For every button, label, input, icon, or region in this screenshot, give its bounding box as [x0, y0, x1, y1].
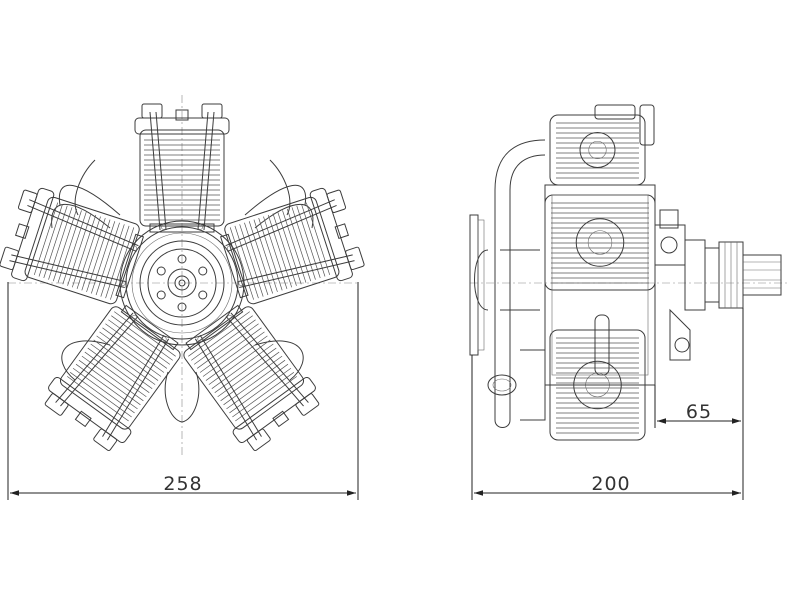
propeller-hub	[669, 239, 782, 361]
cylinder-1	[134, 103, 230, 233]
front-width-label: 258	[163, 473, 202, 495]
mount-flange	[469, 214, 479, 356]
exhaust-pipes	[51, 159, 314, 423]
side-length-label: 200	[591, 473, 630, 495]
side-view	[469, 104, 790, 441]
dimension-65: 65	[654, 385, 741, 428]
cylinder-4	[44, 304, 181, 452]
carburetor	[654, 209, 686, 266]
dimension-200: 200	[471, 308, 744, 500]
side-cylinders	[544, 104, 656, 441]
dimension-258: 258	[7, 282, 359, 500]
cylinder-2	[219, 187, 365, 305]
side-cylinder-1	[549, 114, 646, 186]
radial-cylinders	[0, 103, 365, 452]
side-cylinder-2	[544, 194, 656, 291]
prop-hub-label: 65	[686, 401, 712, 423]
cylinder-3	[183, 304, 320, 452]
side-pipes	[474, 139, 546, 428]
front-view	[0, 95, 365, 455]
side-crankcase	[544, 184, 656, 386]
crankcase-hub	[119, 220, 245, 346]
cylinder-5	[0, 187, 145, 305]
